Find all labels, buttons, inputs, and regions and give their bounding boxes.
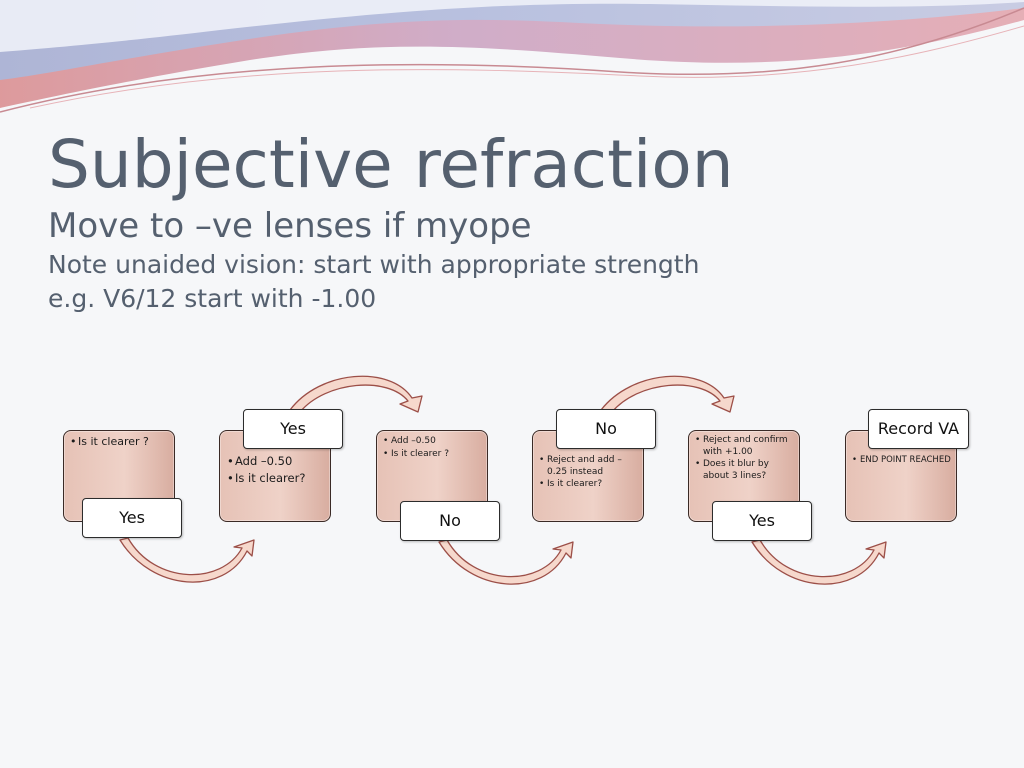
step-2-item: Add –0.50 xyxy=(227,453,326,470)
tag-yes-3: Yes xyxy=(712,501,812,541)
step-1-item: Is it clearer ? xyxy=(70,435,170,449)
arrow-down-3 xyxy=(751,539,887,585)
tag-record-va: Record VA xyxy=(868,409,969,449)
step-4-item: Is it clearer? xyxy=(539,478,639,490)
step-3-item: Is it clearer ? xyxy=(383,448,483,461)
tag-yes-2: Yes xyxy=(243,409,343,449)
note-line-2: e.g. V6/12 start with -1.00 xyxy=(48,284,377,313)
decorative-waves xyxy=(0,0,1024,113)
note-line-1: Note unaided vision: start with appropri… xyxy=(48,250,700,279)
tag-yes-1: Yes xyxy=(82,498,182,538)
tag-no-1: No xyxy=(400,501,500,541)
slide-title: Subjective refraction xyxy=(48,126,734,203)
tag-no-2: No xyxy=(556,409,656,449)
arrow-up-2 xyxy=(600,375,735,413)
arrow-up-1 xyxy=(289,375,423,413)
arrow-down-2 xyxy=(438,539,574,585)
step-3-item: Add –0.50 xyxy=(383,435,483,448)
step-5-item: Does it blur by about 3 lines? xyxy=(695,458,795,482)
step-2-item: Is it clearer? xyxy=(227,470,326,487)
slide-subtitle: Move to –ve lenses if myope xyxy=(48,206,532,246)
step-4-item: Reject and add –0.25 instead xyxy=(539,454,639,478)
title-block: Subjective refraction Move to –ve lenses… xyxy=(48,126,948,316)
arrow-down-1 xyxy=(119,537,255,583)
step-6-item: END POINT REACHED xyxy=(852,454,952,466)
step-5-item: Reject and confirm with +1.00 xyxy=(695,434,795,458)
